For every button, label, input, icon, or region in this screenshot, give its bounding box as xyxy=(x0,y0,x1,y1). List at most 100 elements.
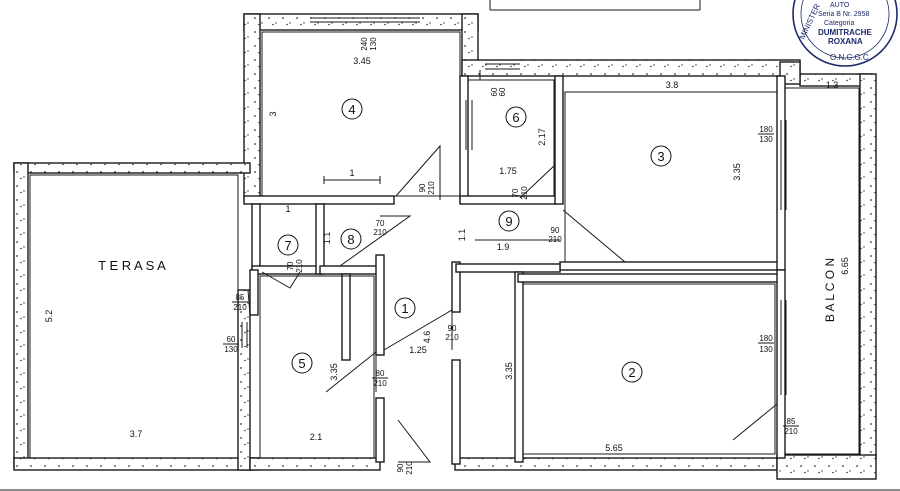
svg-text:O.N.C.G.C.: O.N.C.G.C. xyxy=(830,53,871,62)
window-room-4 xyxy=(310,13,420,23)
exterior-walls xyxy=(13,13,877,480)
svg-text:Seria B Nr. 2958: Seria B Nr. 2958 xyxy=(818,11,869,18)
opening-labels: 240 130 60 60 180 130 180 130 60 130 90 … xyxy=(223,37,799,475)
door-r1-height: 210 xyxy=(445,333,459,342)
door-entry-height: 210 xyxy=(405,461,414,475)
door-r7-height: 210 xyxy=(295,259,304,273)
dim-balc-side: 6.65 xyxy=(840,257,850,275)
dim-terasa-bot: 3.7 xyxy=(130,429,143,439)
room-7-marker: 7 xyxy=(277,234,299,256)
door-r2-width: 85 xyxy=(787,417,796,426)
interior-walls xyxy=(29,31,860,465)
door-r5-height: 210 xyxy=(373,379,387,388)
balcon-label: B A L C O N xyxy=(823,258,837,322)
dim-r3-top: 3.8 xyxy=(666,80,679,90)
room-6-marker: 6 xyxy=(505,106,527,128)
svg-text:6: 6 xyxy=(512,110,519,125)
dimension-labels: 3.45 3 3.8 1.3 3.35 6.65 1.75 2.17 1.9 1… xyxy=(44,56,850,453)
window-room-6-side xyxy=(465,100,473,150)
windows xyxy=(241,13,787,395)
svg-text:3: 3 xyxy=(657,149,664,164)
door-room-2 xyxy=(732,402,778,441)
svg-text:7: 7 xyxy=(284,238,291,253)
room-5-marker: 5 xyxy=(291,352,313,374)
door-r6-width: 70 xyxy=(511,188,520,197)
dim-r7-w: 1 xyxy=(285,204,290,214)
dim-terasa-side: 5.2 xyxy=(44,310,54,323)
dim-balc-top: 1.3 xyxy=(826,80,839,90)
room-markers: 4 6 3 9 8 7 1 5 xyxy=(277,98,672,383)
dim-r5-side: 3.35 xyxy=(329,363,339,381)
svg-text:ROXANA: ROXANA xyxy=(828,37,863,46)
svg-text:5: 5 xyxy=(298,356,305,371)
door-room-7 xyxy=(261,271,301,289)
room-1-marker: 1 xyxy=(394,297,416,319)
dim-r2-side: 3.35 xyxy=(504,362,514,380)
window-room-5 xyxy=(241,322,248,348)
door-terasa-height: 210 xyxy=(233,303,247,312)
dim-r1-w: 1.25 xyxy=(409,345,427,355)
window-r5-height: 130 xyxy=(224,345,238,354)
dim-r3-side: 3.35 xyxy=(732,163,742,181)
official-stamp: MINISTER AUTO Seria B Nr. 2958 Categoria… xyxy=(792,0,898,67)
window-r6-width: 60 xyxy=(490,87,499,96)
window-r3-width: 180 xyxy=(759,125,773,134)
door-terasa-width: 85 xyxy=(236,293,245,302)
door-r9-height: 210 xyxy=(548,235,562,244)
room-2-marker: 2 xyxy=(621,361,643,383)
door-r1-width: 90 xyxy=(448,324,457,333)
svg-text:9: 9 xyxy=(505,214,512,229)
window-room-2 xyxy=(780,300,787,395)
window-room-6 xyxy=(485,63,520,70)
door-r2-height: 210 xyxy=(784,427,798,436)
window-r6-height: 60 xyxy=(498,87,507,96)
door-terasa xyxy=(247,289,251,316)
door-r5-width: 80 xyxy=(376,369,385,378)
window-r5-width: 60 xyxy=(227,335,236,344)
door-room-4 xyxy=(395,144,441,200)
room-3-marker: 3 xyxy=(650,145,672,167)
door-r8-height: 210 xyxy=(373,228,387,237)
window-r4-height: 130 xyxy=(369,37,378,51)
door-r8-width: 70 xyxy=(376,219,385,228)
door-hall-1 xyxy=(383,309,453,351)
svg-text:Categoria: Categoria xyxy=(824,20,854,27)
door-entry-width: 90 xyxy=(396,463,405,472)
svg-text:2: 2 xyxy=(628,365,635,380)
door-room-5 xyxy=(325,350,377,393)
dim-r8-h: 1.1 xyxy=(322,232,332,245)
door-r6-height: 210 xyxy=(520,186,529,200)
window-r3-height: 130 xyxy=(759,135,773,144)
doors xyxy=(247,70,778,463)
dim-r8-w: 1 xyxy=(349,168,354,178)
door-room-6 xyxy=(519,164,556,199)
window-r2-width: 180 xyxy=(759,334,773,343)
window-room-3 xyxy=(780,120,787,210)
dim-r6-h: 2.17 xyxy=(537,128,547,146)
area-labels: T E R A S A B A L C O N xyxy=(98,258,837,322)
door-r9-width: 90 xyxy=(551,226,560,235)
door-room-8 xyxy=(339,215,412,267)
terasa-label: T E R A S A xyxy=(98,258,166,273)
door-r4-width: 90 xyxy=(418,183,427,192)
svg-text:AUTO: AUTO xyxy=(830,2,850,9)
door-r4-height: 210 xyxy=(427,181,436,195)
dim-r9-h: 1.1 xyxy=(457,229,467,242)
room-9-marker: 9 xyxy=(498,210,520,232)
door-entry xyxy=(397,419,432,463)
svg-text:1: 1 xyxy=(401,301,408,316)
svg-text:DUMITRACHE: DUMITRACHE xyxy=(818,28,872,37)
dim-r5-bot: 2.1 xyxy=(310,432,323,442)
dim-r2-bot: 5.65 xyxy=(605,443,623,453)
window-r4-width: 240 xyxy=(360,37,369,51)
door-r7-width: 70 xyxy=(286,261,295,270)
svg-text:4: 4 xyxy=(348,102,355,117)
door-room-9 xyxy=(562,209,627,263)
dim-hall-w: 1.9 xyxy=(497,242,510,252)
dim-r1-h: 4.6 xyxy=(422,331,432,344)
svg-text:8: 8 xyxy=(347,232,354,247)
dim-r4-top: 3.45 xyxy=(353,56,371,66)
dim-r6-w: 1.75 xyxy=(499,166,517,176)
